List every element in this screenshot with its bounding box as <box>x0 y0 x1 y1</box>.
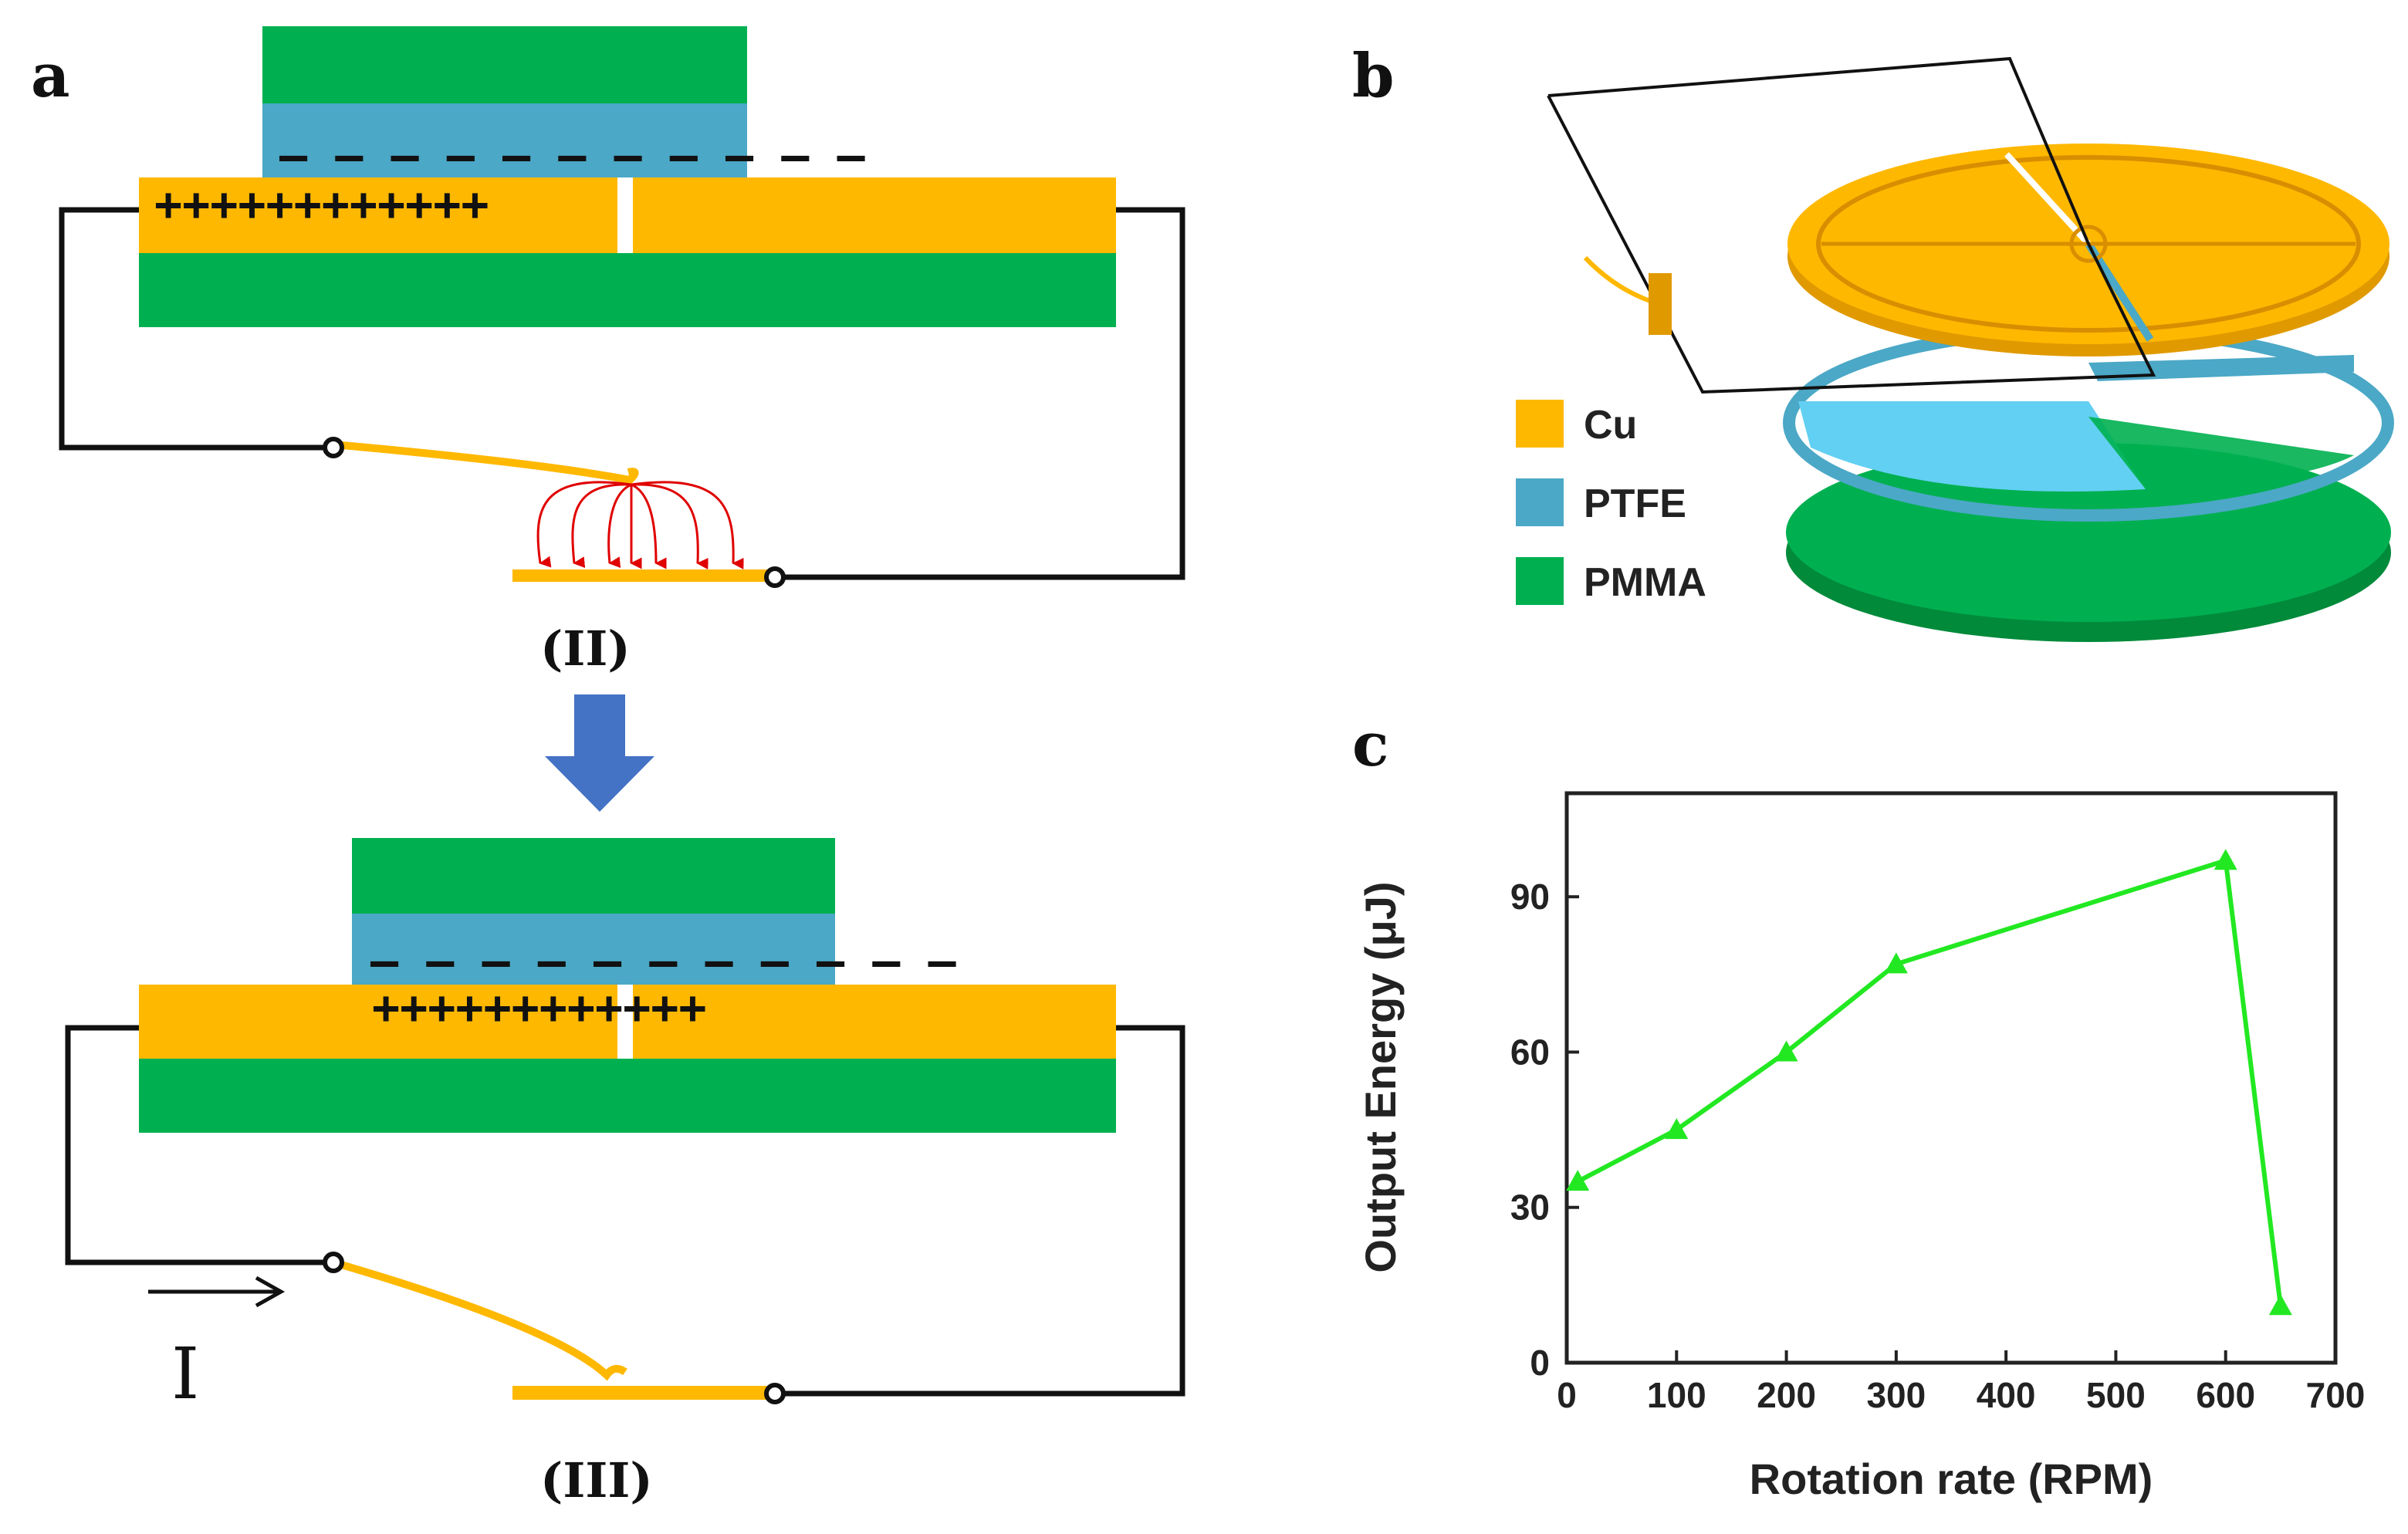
cu-disc-gap-2 <box>2085 242 2154 342</box>
panel-a-letter: a <box>31 41 70 111</box>
positive-charges-2: ++++++++++++ <box>372 981 706 1035</box>
terminal-left-2 <box>323 1252 344 1273</box>
material-legend: Cu PTFE PMMA <box>1516 400 1706 605</box>
legend-swatch-ptfe <box>1516 478 1564 526</box>
current-arrow <box>148 1276 286 1308</box>
terminal-right-2 <box>764 1383 786 1404</box>
legend-swatch-cu <box>1516 400 1564 448</box>
x-tick-label: 300 <box>1866 1375 1926 1415</box>
x-tick-label: 500 <box>2086 1375 2146 1415</box>
data-point-triangle <box>1665 1118 1689 1140</box>
top-pmma-slider-2 <box>352 838 835 914</box>
circuit-wire-left-2 <box>65 1025 324 1265</box>
data-point-triangle <box>1884 952 1908 974</box>
x-axis-title: Rotation rate (RPM) <box>1750 1455 2153 1503</box>
top-pmma-slider <box>262 26 747 103</box>
cu-electrode-left <box>139 177 617 253</box>
y-tick-label: 60 <box>1510 1032 1550 1072</box>
data-point-triangle <box>2214 849 2237 870</box>
legend-label-cu: Cu <box>1584 403 1637 448</box>
data-point-triangle <box>1566 1170 1590 1191</box>
panel-c: c 0 100 200 300 400 500 600 700 0 30 60 90 Rotatio… <box>1352 710 2365 1503</box>
contact-plate-2 <box>512 1386 772 1400</box>
cu-electrode-right-2 <box>633 985 1116 1059</box>
cu-electrode-left-2 <box>139 985 617 1059</box>
ptfe-segment-arm <box>2088 355 2354 381</box>
y-axis-ticks: 0 30 60 90 <box>1510 877 1579 1383</box>
top-ptfe-layer <box>262 103 747 177</box>
circuit-wire-right <box>778 207 1185 580</box>
terminal-left <box>323 437 344 458</box>
top-ptfe-layer-2 <box>352 914 835 985</box>
data-point-triangle <box>2268 1294 2292 1316</box>
spring-contact <box>333 441 639 485</box>
panel-c-letter: c <box>1352 710 1389 780</box>
energy-chart: 0 100 200 300 400 500 600 700 0 30 60 90 Rotation … <box>1356 791 2365 1503</box>
negative-charges: – – – – – – – – – – – <box>279 129 865 183</box>
panel-b-letter: b <box>1352 41 1395 111</box>
x-axis-ticks: 0 100 200 300 400 500 600 700 <box>1557 1350 2365 1415</box>
transition-arrow <box>545 694 654 812</box>
stage-three-label: (III) <box>540 1452 653 1509</box>
data-point-triangle <box>1774 1040 1798 1062</box>
ptfe-segment <box>1798 401 2146 492</box>
stage-three-diagram: – – – – – – – – – – – ++++++++++++ I <box>65 838 1185 1415</box>
contact-plate <box>512 569 769 582</box>
series-line <box>1576 857 2283 1306</box>
cu-disc-gap-1 <box>2004 152 2091 246</box>
y-tick-label: 0 <box>1530 1343 1550 1383</box>
x-tick-label: 400 <box>1977 1375 2036 1415</box>
bottom-pmma-substrate-2 <box>139 1059 1116 1133</box>
electric-field-lines <box>536 481 744 569</box>
current-label: I <box>171 1333 199 1415</box>
pmma-disc <box>1786 443 2391 622</box>
stage-two-label: (II) <box>540 620 631 677</box>
negative-charges-2: – – – – – – – – – – – <box>370 934 956 988</box>
positive-charges: ++++++++++++ <box>154 177 489 231</box>
frame-wire <box>1547 56 2156 394</box>
pmma-wedge <box>2088 417 2354 489</box>
x-tick-label: 0 <box>1557 1375 1577 1415</box>
panel-b: b Cu PTFE PMMA <box>1352 41 2394 642</box>
spring-contact-2 <box>332 1259 627 1381</box>
x-tick-label: 200 <box>1757 1375 1816 1415</box>
terminal-right <box>764 566 786 588</box>
y-tick-label: 30 <box>1510 1188 1550 1228</box>
y-axis-title: Output Energy (μJ) <box>1356 881 1405 1272</box>
x-tick-label: 700 <box>2306 1375 2366 1415</box>
lead-connector <box>1649 273 1672 335</box>
cu-disc-inner <box>1816 155 2361 333</box>
plot-frame <box>1564 791 2338 1365</box>
series-points <box>1566 849 2292 1316</box>
cu-disc-hub <box>2069 225 2108 263</box>
x-tick-label: 100 <box>1647 1375 1706 1415</box>
circuit-wire-right-2 <box>778 1025 1185 1397</box>
x-tick-label: 600 <box>2196 1375 2255 1415</box>
panel-a: a – – – – – – – – – – – ++++++++++++ <box>31 26 1185 1509</box>
stage-two-diagram: – – – – – – – – – – – ++++++++++++ <box>59 26 1185 588</box>
legend-swatch-pmma <box>1516 557 1564 605</box>
lead-wire <box>1583 255 1660 306</box>
circuit-wire-left <box>59 207 324 451</box>
cu-electrode-right <box>633 177 1116 253</box>
bottom-pmma-substrate <box>139 253 1116 327</box>
legend-label-pmma: PMMA <box>1584 560 1706 605</box>
y-tick-label: 90 <box>1510 877 1550 917</box>
legend-label-ptfe: PTFE <box>1584 481 1686 526</box>
